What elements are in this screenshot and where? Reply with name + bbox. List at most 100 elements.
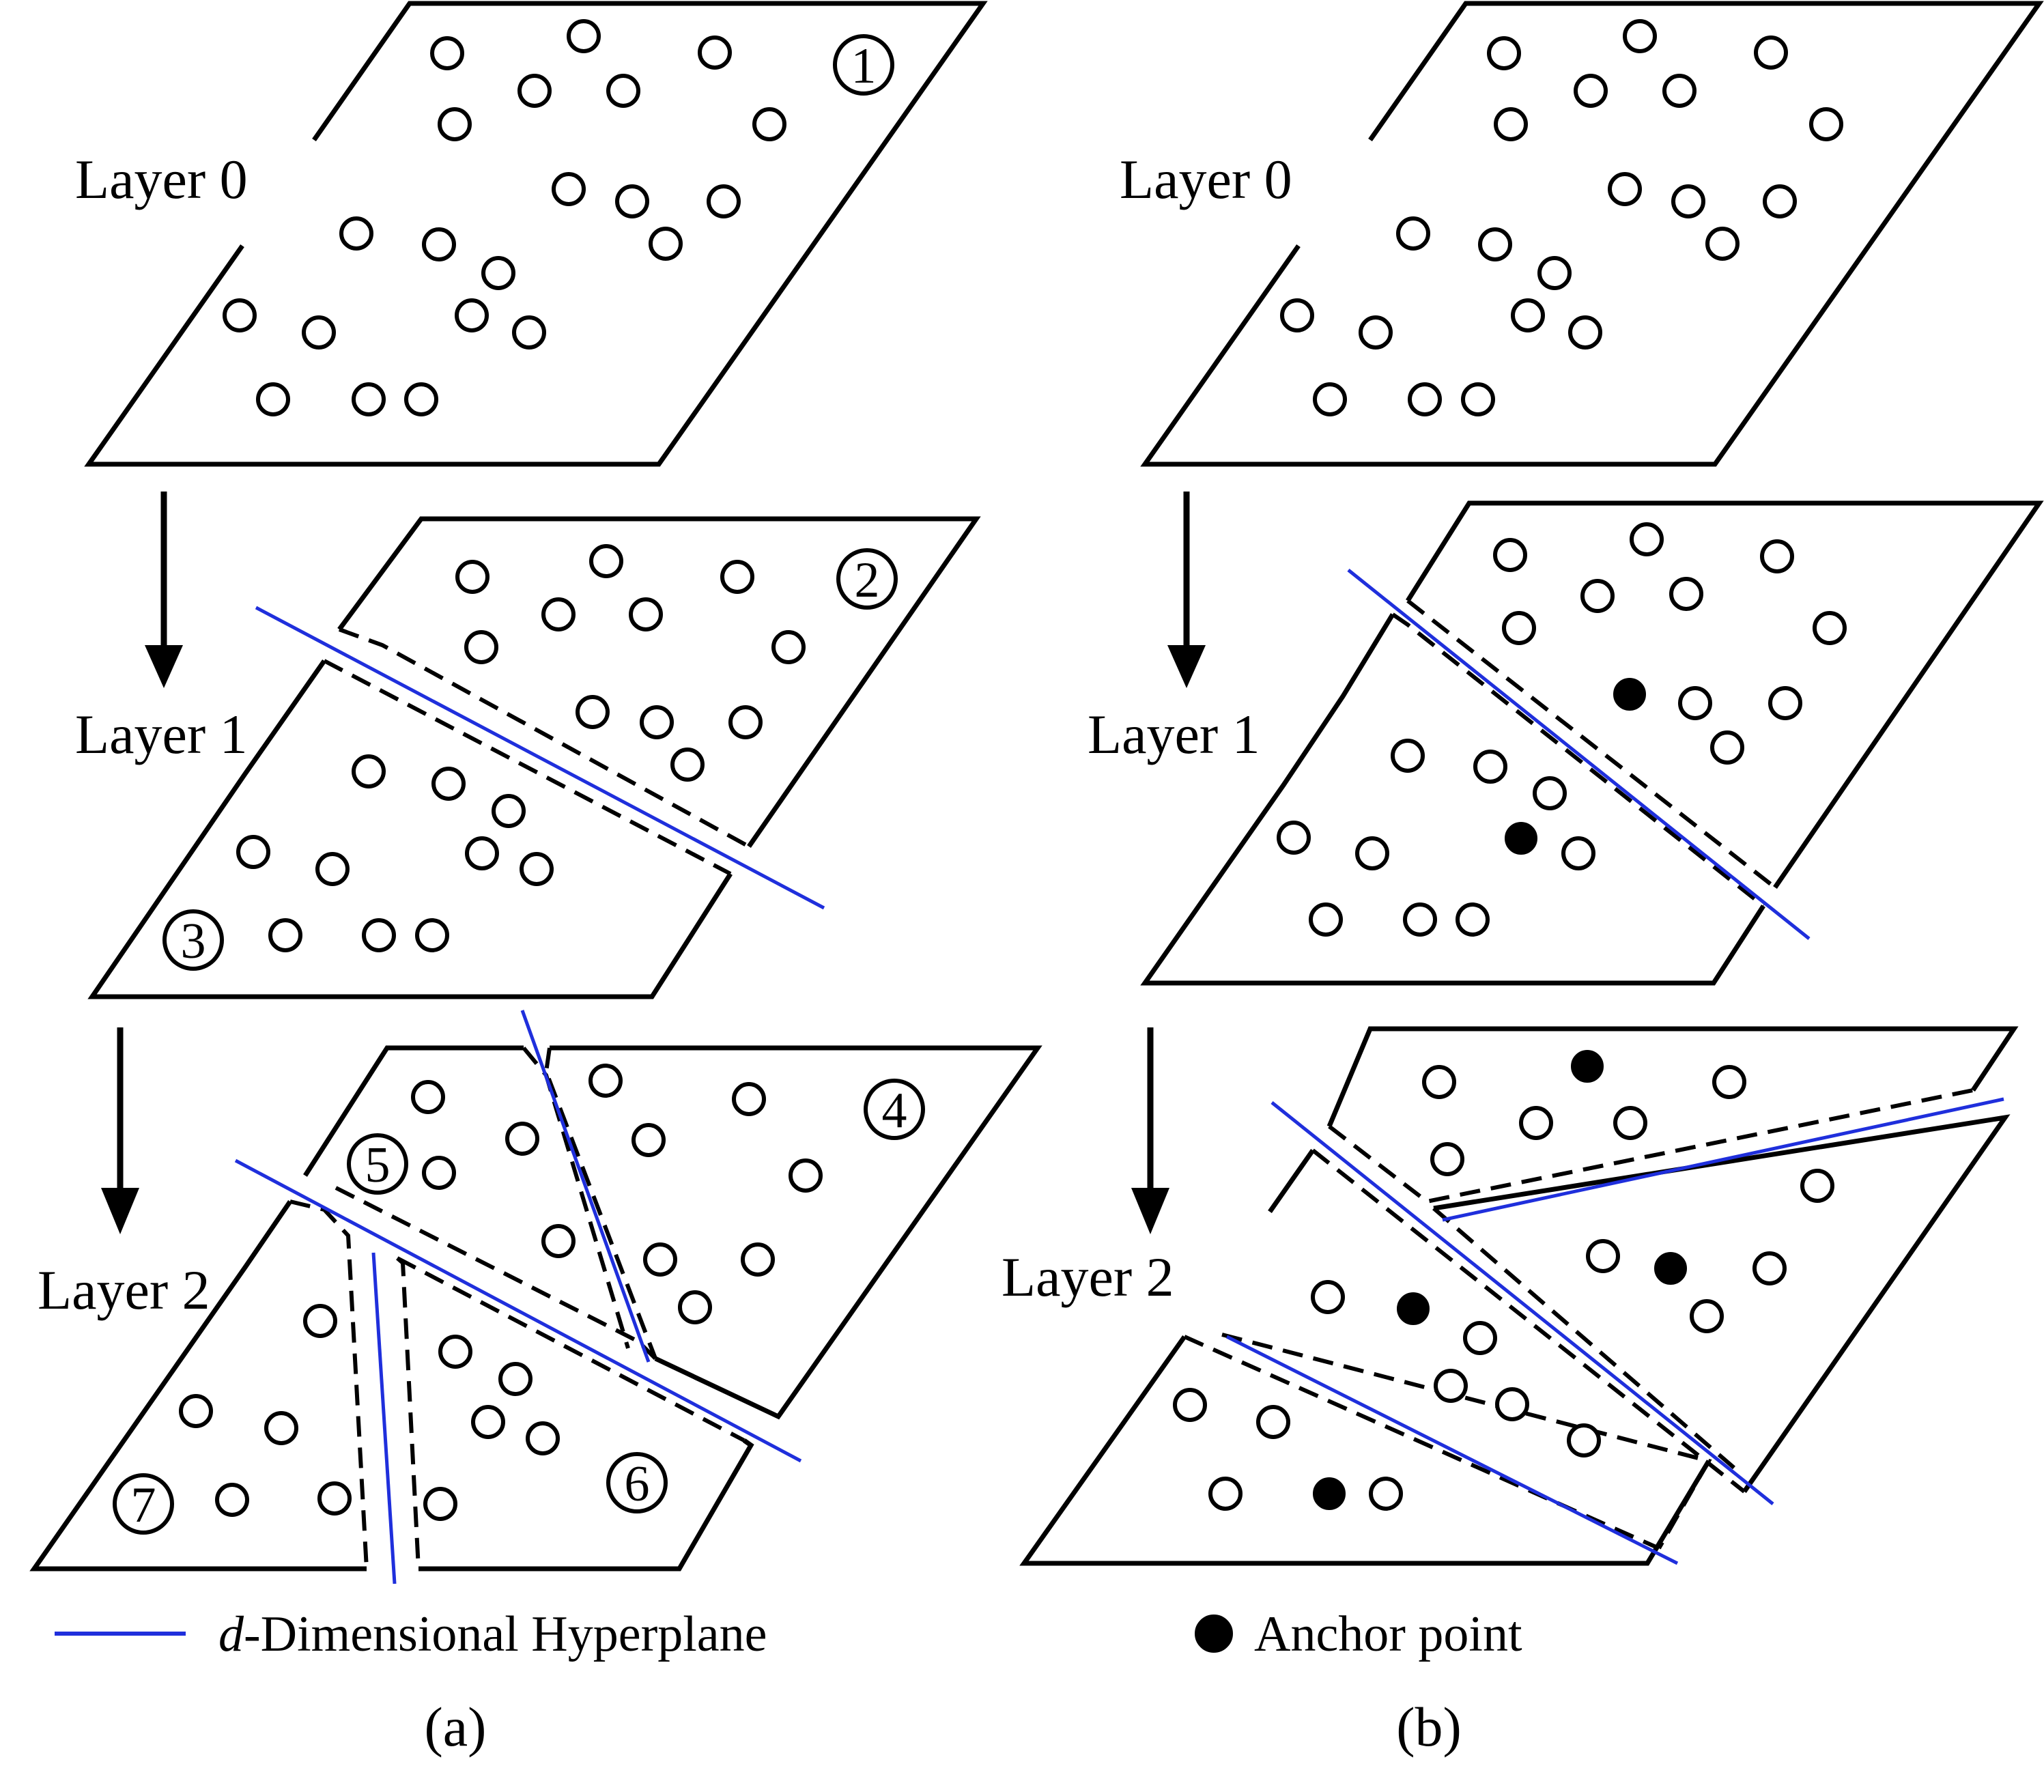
data-point xyxy=(1280,298,1314,332)
data-point xyxy=(1311,1280,1345,1314)
panel-a-layer-2: Layer 2 4 5 6 7 xyxy=(29,1010,1042,1584)
region-5-number-circle xyxy=(347,1133,408,1195)
layer-1-boundary-dash-lower xyxy=(323,659,732,876)
data-point xyxy=(670,748,705,782)
layer-2-hyperplane-3 xyxy=(1225,1335,1679,1565)
data-point xyxy=(541,1224,576,1258)
layer-2-points xyxy=(1173,1050,1834,1511)
region-6-number-circle xyxy=(606,1452,668,1513)
caption-b: (b) xyxy=(1396,1696,1462,1758)
data-point xyxy=(430,36,464,70)
data-point xyxy=(606,74,640,108)
legend-anchor: Anchor point xyxy=(1195,1606,1522,1662)
region-bottom-outline xyxy=(1019,1335,1712,1566)
layer-1-points xyxy=(1277,522,1847,937)
data-point xyxy=(1461,382,1495,416)
layer-1-upper-region-outline xyxy=(1406,500,2044,889)
panel-b-layer-1: Layer 1 xyxy=(1088,500,2044,986)
data-point xyxy=(728,705,763,739)
arrow-layer-0-to-1 xyxy=(1167,492,1206,688)
data-point xyxy=(455,560,489,594)
data-point xyxy=(1586,1239,1620,1273)
data-point xyxy=(236,835,270,869)
layer-2-points xyxy=(179,1064,823,1521)
data-point xyxy=(438,107,472,141)
region-4-number: 4 xyxy=(882,1083,907,1139)
data-point xyxy=(465,836,499,870)
region-7-number: 7 xyxy=(131,1477,156,1533)
data-point xyxy=(339,216,373,251)
data-point xyxy=(1671,184,1705,218)
data-point xyxy=(471,1405,505,1439)
data-point xyxy=(1608,172,1642,206)
layer-2-hyperplane-2 xyxy=(520,1010,651,1363)
data-point xyxy=(631,1123,666,1157)
data-point xyxy=(517,74,552,108)
data-point xyxy=(771,630,806,664)
data-point xyxy=(492,794,526,828)
data-point xyxy=(541,597,576,631)
layer-1-label: Layer 1 xyxy=(1088,703,1260,765)
data-point xyxy=(526,1421,560,1455)
data-point xyxy=(1678,686,1712,720)
data-point xyxy=(752,107,786,141)
data-point xyxy=(422,227,456,261)
data-point xyxy=(1256,1405,1290,1439)
region-top-outline xyxy=(1326,1026,2019,1128)
data-point xyxy=(352,754,386,788)
data-point xyxy=(455,298,489,332)
region-4-number-circle xyxy=(864,1079,925,1140)
data-point xyxy=(1422,1065,1456,1099)
region-5-outline xyxy=(303,1045,524,1177)
data-point xyxy=(1710,730,1744,765)
region-4-outline xyxy=(550,1045,1042,1420)
layer-2-dash-c xyxy=(1432,1206,1735,1470)
data-point xyxy=(431,767,466,801)
data-point xyxy=(1511,298,1545,332)
data-point xyxy=(1396,216,1430,251)
data-point xyxy=(256,382,290,416)
data-point xyxy=(179,1394,213,1428)
layer-1-boundary-dash-lower xyxy=(1391,612,1765,908)
data-point xyxy=(1369,1477,1403,1511)
data-point xyxy=(1355,836,1389,870)
anchor-point xyxy=(1571,1050,1604,1083)
layer-2-dash-b xyxy=(1311,1148,1746,1494)
data-point xyxy=(629,597,663,631)
data-point xyxy=(1309,902,1343,937)
data-point xyxy=(1434,1369,1468,1403)
data-point xyxy=(1752,1251,1787,1285)
data-point xyxy=(640,705,674,739)
data-point xyxy=(302,315,336,350)
data-point xyxy=(438,1335,472,1369)
data-point xyxy=(1613,1106,1647,1140)
data-point xyxy=(505,1122,539,1156)
data-point xyxy=(1391,739,1425,773)
data-point xyxy=(411,1080,445,1114)
data-point xyxy=(1574,74,1608,108)
data-point xyxy=(1473,750,1507,784)
data-point xyxy=(415,918,449,952)
data-point xyxy=(498,1362,533,1396)
data-point xyxy=(1623,19,1657,53)
legend-anchor-swatch xyxy=(1195,1615,1233,1653)
anchor-point xyxy=(1654,1252,1687,1285)
data-point xyxy=(512,315,546,350)
data-point xyxy=(1408,382,1442,416)
layer-2-hyperplane-2 xyxy=(1442,1097,2004,1222)
data-point xyxy=(1568,315,1602,350)
layer-1-lower-region-outline xyxy=(87,659,733,999)
caption-a: (a) xyxy=(424,1696,486,1758)
data-point xyxy=(649,227,683,261)
layer-2-dash-a xyxy=(1328,1088,1974,1204)
anchor-point xyxy=(1397,1292,1430,1325)
layer-0-points xyxy=(1280,19,1843,416)
layer-0-points xyxy=(223,19,786,416)
region-6-number: 6 xyxy=(625,1456,650,1512)
layer-1-points xyxy=(236,544,806,952)
data-point xyxy=(1705,227,1740,261)
data-point xyxy=(552,172,586,206)
data-point xyxy=(1403,902,1437,937)
data-point xyxy=(1690,1299,1724,1333)
data-point xyxy=(1567,1423,1601,1457)
